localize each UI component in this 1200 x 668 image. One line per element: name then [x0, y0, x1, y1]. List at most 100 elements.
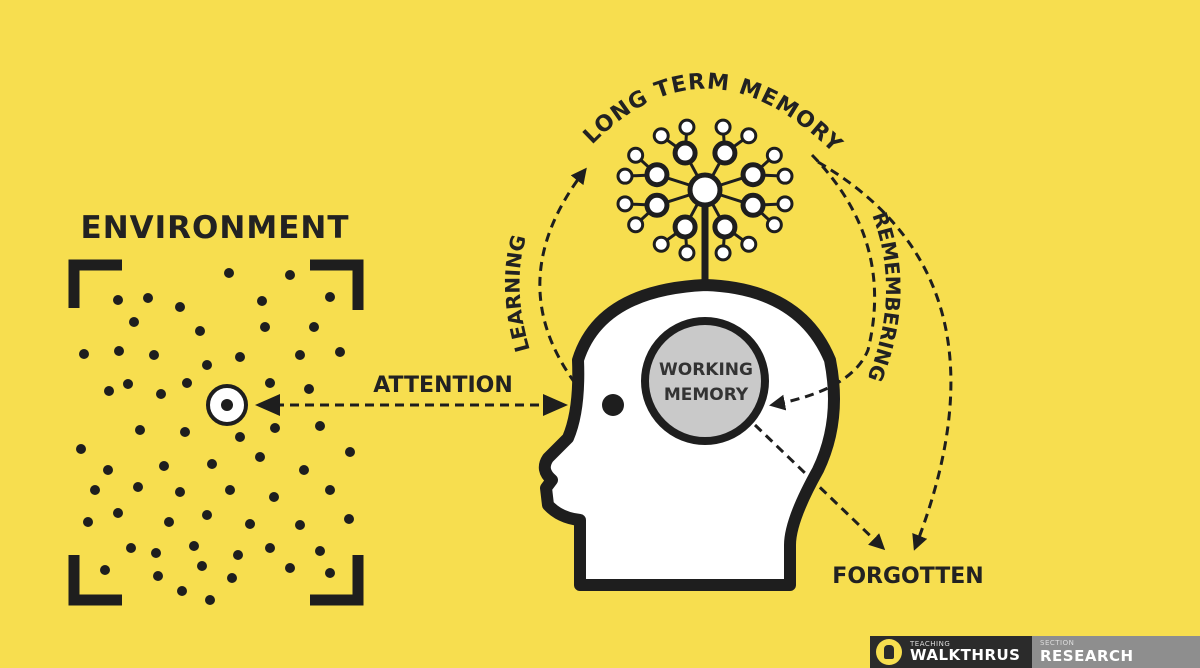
network-node	[712, 214, 738, 240]
environment-dot	[235, 432, 245, 442]
working-memory-circle	[641, 317, 769, 445]
attention-arrowhead-left	[255, 394, 280, 416]
attention-label: ATTENTION	[373, 373, 513, 398]
network-node	[672, 214, 698, 240]
network-node	[652, 235, 670, 253]
network-node	[740, 235, 758, 253]
network-node	[678, 244, 696, 262]
environment-dot	[153, 571, 163, 581]
environment-dot	[335, 347, 345, 357]
environment-dot	[235, 352, 245, 362]
footer-banner: TEACHING WALKTHRUS SECTION RESEARCH	[870, 636, 1200, 668]
network-node	[712, 140, 738, 166]
environment-dot	[129, 317, 139, 327]
remembering-arrow	[769, 153, 877, 411]
eye-icon	[602, 394, 624, 416]
section-block: SECTION RESEARCH	[1032, 636, 1200, 668]
environment-dot	[295, 520, 305, 530]
environment-dot	[304, 384, 314, 394]
environment-dot	[113, 508, 123, 518]
environment-label: ENVIRONMENT	[81, 210, 350, 246]
network-node	[740, 162, 766, 188]
environment-dot	[83, 517, 93, 527]
environment-dot	[189, 541, 199, 551]
environment-dot	[255, 452, 265, 462]
environment-dot	[197, 561, 207, 571]
network-node	[616, 195, 634, 213]
ltm-forgotten-arrow	[817, 160, 953, 551]
environment-dot	[202, 360, 212, 370]
environment-dot	[205, 595, 215, 605]
environment-dot	[175, 487, 185, 497]
environment-dot	[315, 546, 325, 556]
network-node	[776, 195, 794, 213]
focus-target-icon	[206, 384, 248, 426]
environment-dot	[103, 465, 113, 475]
environment-dot	[79, 349, 89, 359]
network-node	[644, 192, 670, 218]
environment-dots	[76, 268, 355, 605]
network-node	[740, 192, 766, 218]
working-memory-label-line1: WORKING	[659, 360, 753, 380]
environment-dot	[156, 389, 166, 399]
environment-dot	[76, 444, 86, 454]
environment-dot	[285, 563, 295, 573]
environment-dot	[260, 322, 270, 332]
environment-dot	[149, 350, 159, 360]
network-node	[678, 118, 696, 136]
section-small-text: SECTION	[1040, 639, 1075, 647]
network-node	[765, 216, 783, 234]
brand-block: TEACHING WALKTHRUS	[870, 636, 1032, 668]
environment-dot	[224, 268, 234, 278]
network-node	[627, 146, 645, 164]
environment-dot	[135, 425, 145, 435]
environment-dot	[285, 270, 295, 280]
environment-dot	[325, 568, 335, 578]
learning-arrow	[538, 167, 587, 384]
environment-dot	[180, 427, 190, 437]
environment-dot	[245, 519, 255, 529]
brand-name: WALKTHRUS	[910, 646, 1021, 664]
environment-dot	[270, 423, 280, 433]
environment-dot	[182, 378, 192, 388]
environment-dot	[104, 386, 114, 396]
environment-dot	[202, 510, 212, 520]
environment-dot	[151, 548, 161, 558]
environment-dot	[159, 461, 169, 471]
environment-dot	[225, 485, 235, 495]
environment-dot	[299, 465, 309, 475]
environment-dot	[164, 517, 174, 527]
environment-dot	[133, 482, 143, 492]
network-node	[687, 172, 723, 208]
environment-dot	[207, 459, 217, 469]
environment-dot	[195, 326, 205, 336]
environment-dot	[257, 296, 267, 306]
network-node	[616, 167, 634, 185]
environment-dot	[344, 514, 354, 524]
environment-dot	[265, 378, 275, 388]
environment-dot	[175, 302, 185, 312]
environment-dot	[227, 573, 237, 583]
neural-network-icon	[616, 118, 794, 262]
remembering-label: REMEMBERING	[863, 209, 905, 385]
environment-dot	[325, 485, 335, 495]
network-node	[740, 127, 758, 145]
environment-dot	[100, 565, 110, 575]
section-name: RESEARCH	[1040, 647, 1134, 665]
network-node	[714, 244, 732, 262]
environment-dot	[113, 295, 123, 305]
learning-label: LEARNING	[501, 232, 535, 354]
environment-dot	[114, 346, 124, 356]
environment-dot	[177, 586, 187, 596]
environment-dot	[123, 379, 133, 389]
network-node	[776, 167, 794, 185]
environment-dot	[126, 543, 136, 553]
network-node	[714, 118, 732, 136]
environment-dot	[295, 350, 305, 360]
network-node	[627, 216, 645, 234]
environment-dot	[309, 322, 319, 332]
environment-dot	[345, 447, 355, 457]
network-node	[644, 162, 670, 188]
